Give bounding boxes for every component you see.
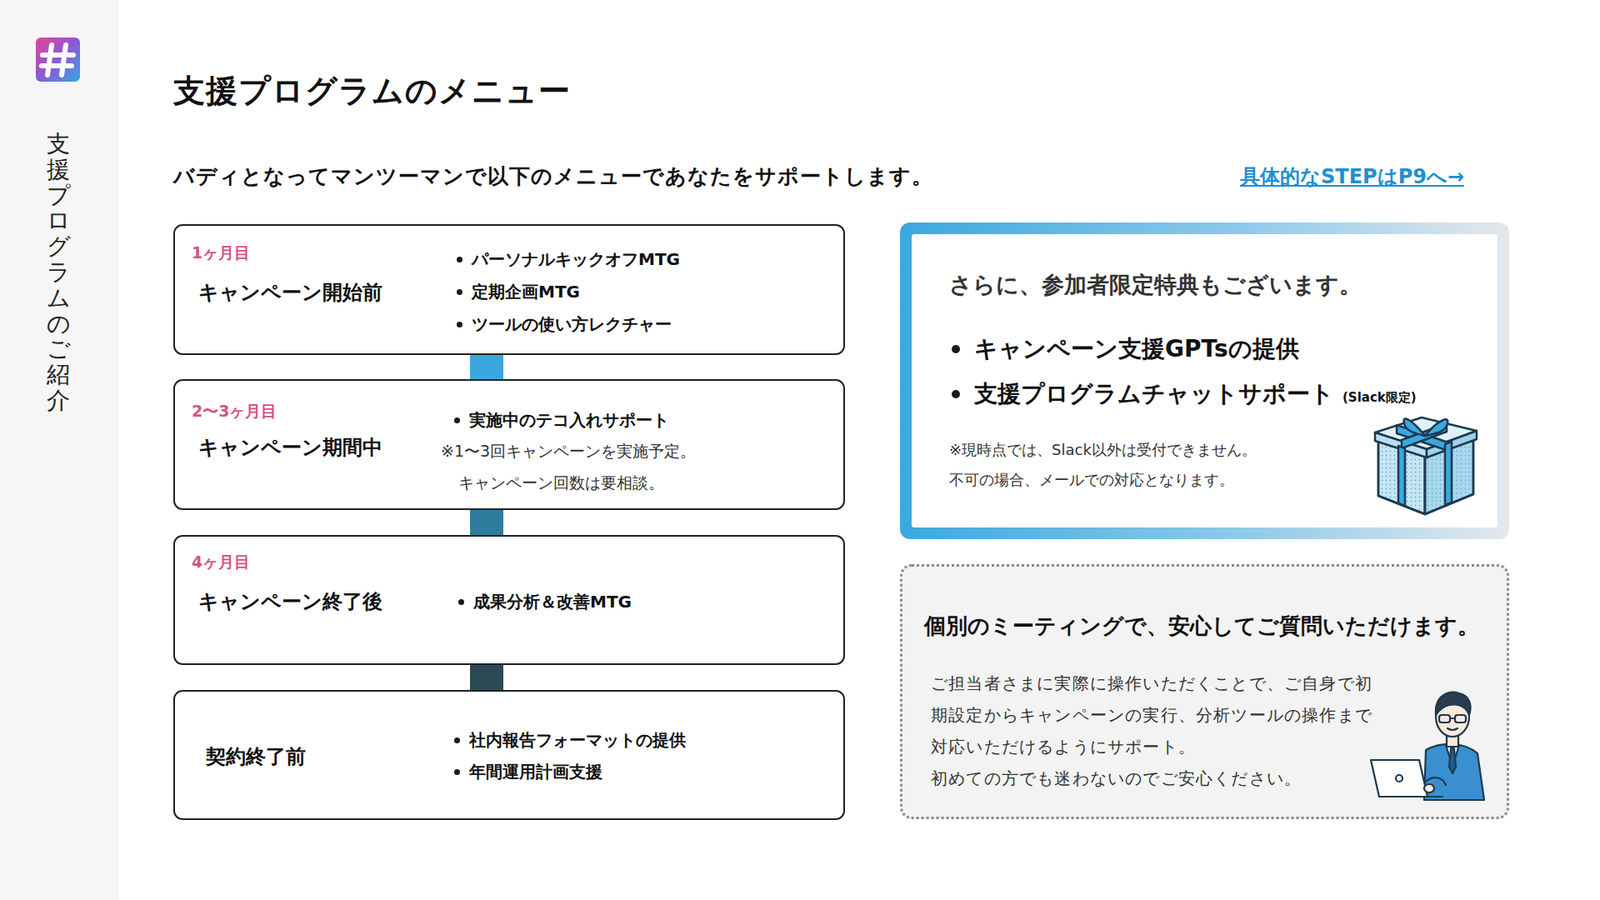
slide-title: 支援プログラムのメニュー [173, 70, 571, 113]
phase-box: 4ヶ月目キャンペーン終了後 成果分析＆改善MTG [173, 535, 845, 665]
meeting-panel: 個別のミーティングで、安心してご質問いただけます。ご担当者さまに実際に操作いただ… [900, 564, 1510, 820]
panel-note: 不可の場合、メールでの対応となります。 [949, 470, 1235, 490]
vertical-section-name: 支援プログラムのご紹介 [46, 131, 70, 415]
benefit-item: 支援プログラムチャットサポート [951, 379, 1335, 410]
panel-body: 初めての方でも迷わないのでご安心ください。 [930, 762, 1302, 795]
panel-heading: 個別のミーティングで、安心してご質問いただけます。 [924, 611, 1480, 640]
menu-item: 年間運用計画支援 [454, 760, 603, 783]
phase-connector [470, 355, 504, 380]
panel-note: ※現時点では、Slack以外は受付できません。 [949, 440, 1257, 460]
menu-item: パーソナルキックオフMTG [456, 248, 680, 270]
menu-item: ツールの使い方レクチャー [456, 313, 672, 335]
logo [35, 37, 80, 82]
menu-item: 定期企画MTG [456, 280, 580, 303]
phase-heading: 契約終了前 [205, 744, 306, 770]
title-rule [178, 131, 1505, 135]
phase-box: 1ヶ月目キャンペーン開始前 パーソナルキックオフMTG 定期企画MTG ツールの使い方… [173, 224, 845, 355]
menu-note: キャンペーン回数は要相談。 [458, 472, 665, 493]
month-label: 4ヶ月目 [191, 551, 250, 572]
benefit-panel: さらに、参加者限定特典もございます。キャンペーン支援GPTsの提供支援プログラム… [900, 222, 1510, 540]
menu-note: ※1〜3回キャンペーンを実施予定。 [440, 440, 696, 461]
month-label: 1ヶ月目 [191, 242, 250, 263]
panel-heading: さらに、参加者限定特典もございます。 [949, 270, 1362, 300]
phase-box: 契約終了前 社内報告フォーマットの提供年間運用計画支援 [173, 690, 845, 820]
phase-heading: キャンペーン終了後 [198, 589, 383, 615]
benefit-row: 支援プログラムチャットサポート (Slack限定) [951, 379, 1417, 410]
benefit-item: キャンペーン支援GPTsの提供 [951, 334, 1300, 365]
phase-connector [470, 510, 504, 535]
benefit-qualifier: (Slack限定) [1342, 390, 1417, 406]
menu-item: 成果分析＆改善MTG [458, 590, 632, 613]
person-illustration [1365, 683, 1491, 807]
phase-heading: キャンペーン期間中 [198, 435, 383, 460]
phase-heading: キャンペーン開始前 [198, 280, 383, 305]
menu-item: 実施中のテコ入れサポート [454, 409, 670, 431]
gift-illustration [1371, 407, 1480, 518]
panel-body: ご担当者さまに実際に操作いただくことで、ご自身で初期設定からキャンペーンの実行、… [930, 667, 1381, 763]
phase-connector [470, 665, 504, 690]
month-label: 2〜3ヶ月目 [191, 400, 277, 421]
menu-item: 社内報告フォーマットの提供 [454, 729, 686, 751]
step-link: 具体的なSTEPはP9へ→ [1240, 163, 1465, 190]
subtitle: バディとなってマンツーマンで以下のメニューであなたをサポートします。 [173, 162, 934, 190]
phase-box: 2〜3ヶ月目キャンペーン期間中 実施中のテコ入れサポート ※1〜3回キャンペーンを実… [173, 379, 845, 510]
